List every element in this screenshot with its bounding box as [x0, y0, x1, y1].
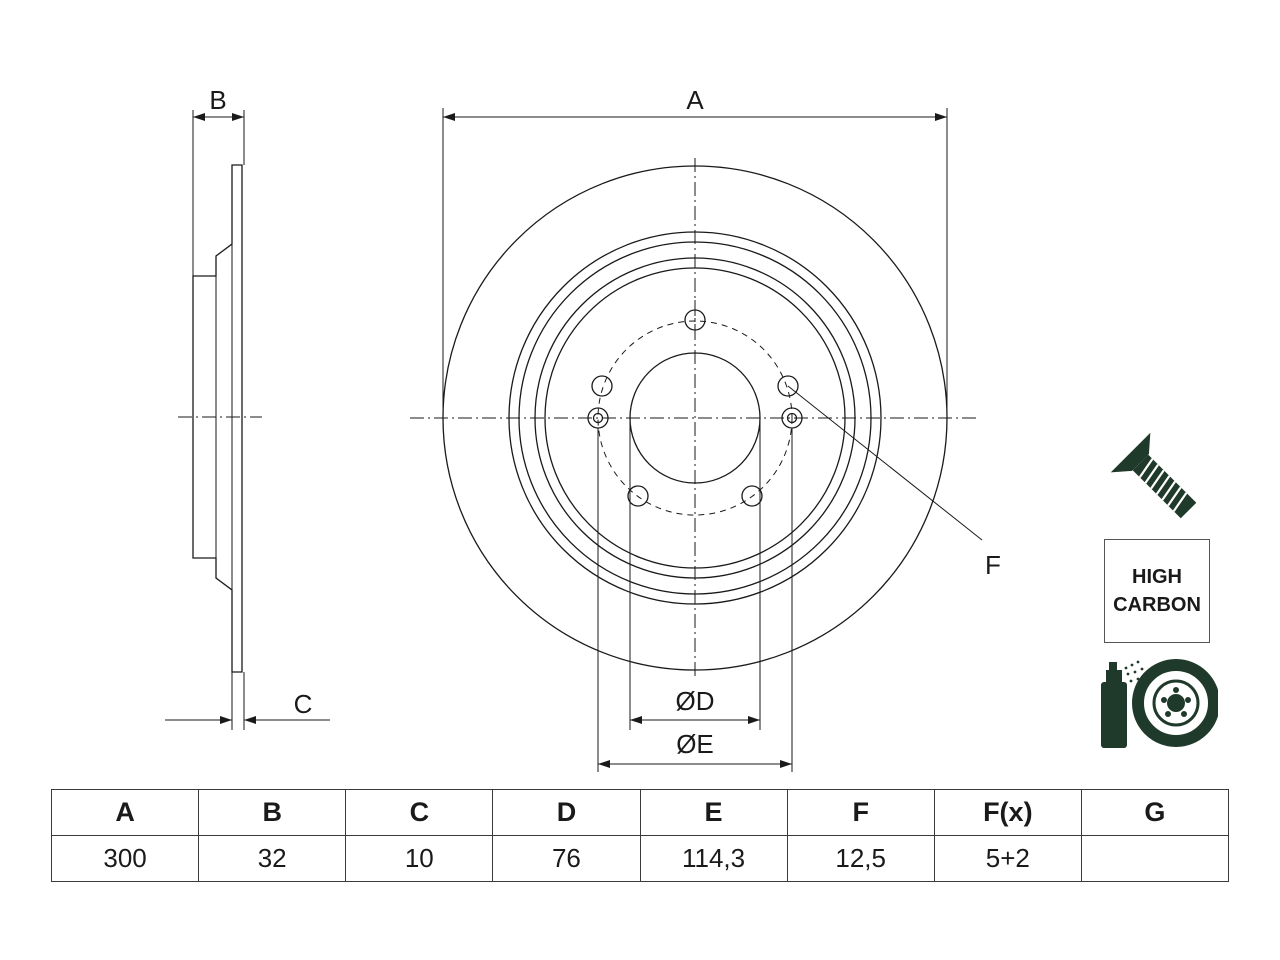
spec-header-d: D: [492, 789, 641, 836]
label-e: ØE: [676, 729, 714, 759]
spec-header-row: A B C D E F F(x) G: [50, 789, 1230, 836]
bolt-hole: [627, 485, 649, 507]
spec-value-c: 10: [345, 835, 494, 882]
spec-header-b: B: [198, 789, 347, 836]
countersunk-screw-icon: [1110, 432, 1197, 519]
front-view: A ØD ØE F: [410, 85, 1001, 772]
spec-value-fx: 5+2: [933, 835, 1082, 882]
spec-value-a: 300: [50, 835, 200, 882]
spec-header-g: G: [1080, 789, 1230, 836]
spec-value-g: [1080, 835, 1230, 882]
spec-table: A B C D E F F(x) G 300 32 10 76 114,3 12…: [50, 789, 1230, 882]
leader-f: [787, 385, 983, 541]
label-f: F: [985, 550, 1001, 580]
side-view: B C: [165, 85, 330, 730]
spec-header-a: A: [50, 789, 200, 836]
spec-header-e: E: [639, 789, 788, 836]
label-c: C: [294, 689, 313, 719]
label-b: B: [209, 85, 226, 115]
disc-profile: [192, 164, 243, 673]
high-carbon-badge: HIGH CARBON: [1104, 539, 1210, 643]
spec-header-fx: F(x): [933, 789, 1082, 836]
label-a: A: [686, 85, 704, 115]
spec-value-row: 300 32 10 76 114,3 12,5 5+2: [50, 835, 1230, 882]
spec-value-e: 114,3: [639, 835, 788, 882]
bolt-hole: [777, 375, 799, 397]
spec-header-f: F: [786, 789, 935, 836]
bolt-hole: [591, 375, 613, 397]
high-carbon-line1: HIGH: [1132, 566, 1182, 588]
spec-value-d: 76: [492, 835, 641, 882]
high-carbon-line2: CARBON: [1113, 594, 1201, 616]
spec-value-b: 32: [198, 835, 347, 882]
spec-value-f: 12,5: [786, 835, 935, 882]
coated-disc-spray-icon: [1101, 659, 1218, 748]
bolt-hole: [741, 485, 763, 507]
spec-header-c: C: [345, 789, 494, 836]
label-d: ØD: [676, 686, 715, 716]
